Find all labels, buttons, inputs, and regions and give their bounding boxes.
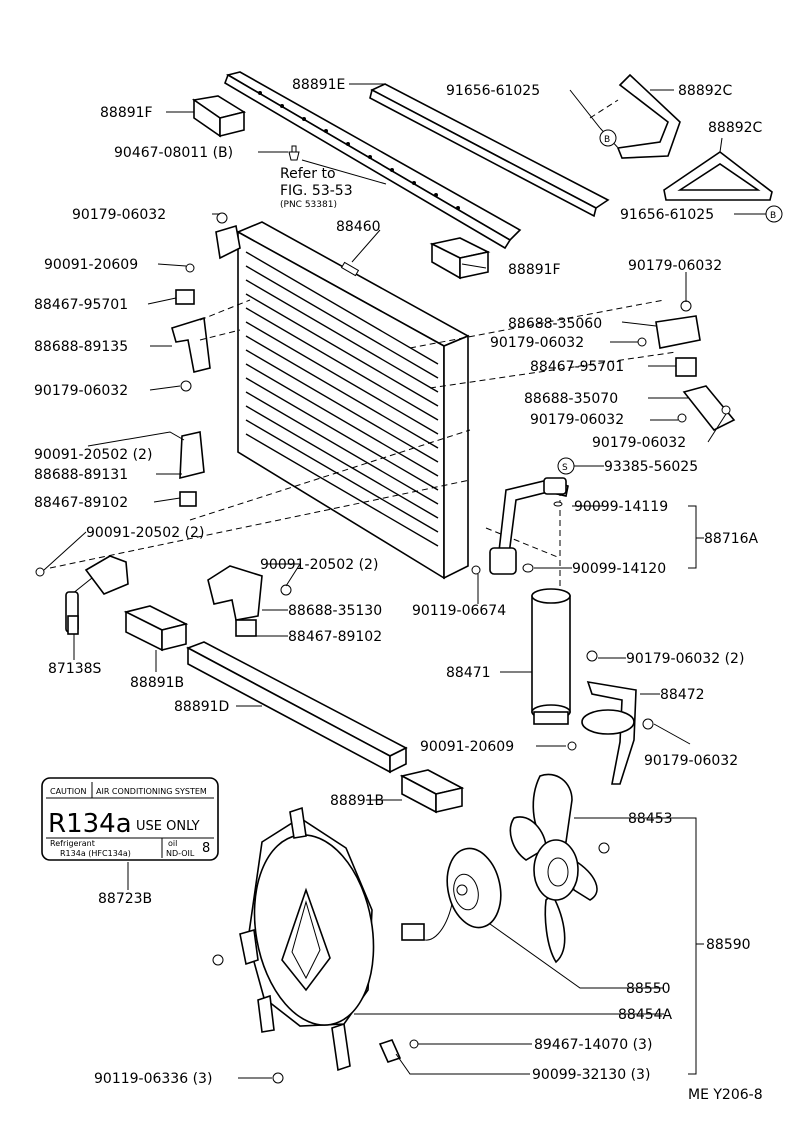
right-mount-hardware (637, 300, 736, 432)
fan-88453 (509, 773, 610, 964)
label-90091-20609-b: 90091-20609 (420, 739, 514, 755)
label-88590: 88590 (706, 937, 751, 953)
ac-label-r134a: R134a (48, 809, 132, 839)
label-refer-3: (PNC 53381) (280, 200, 337, 210)
clip-90467 (288, 145, 300, 161)
label-90179-right-top: 90179-06032 (628, 258, 722, 274)
circle-marker-s: S (557, 457, 575, 475)
label-88688-35130: 88688-35130 (288, 603, 382, 619)
circle-marker-b-right: B (765, 205, 783, 223)
label-88460: 88460 (336, 219, 381, 235)
label-88891f-right: 88891F (508, 262, 561, 278)
label-88716a: 88716A (704, 531, 759, 547)
label-88891d: 88891D (174, 699, 229, 715)
label-90099-32130: 90099-32130 (3) (532, 1067, 650, 1083)
label-88892c-top: 88892C (678, 83, 733, 99)
label-90179-left: 90179-06032 (34, 383, 128, 399)
label-90099-14120: 90099-14120 (572, 561, 666, 577)
fasteners-bottom (272, 1039, 430, 1084)
label-refer-2: FIG. 53-53 (280, 183, 353, 199)
receiver-pipe-88716a (471, 477, 569, 575)
circle-marker-b-top: B (599, 129, 617, 147)
label-88688-89131: 88688-89131 (34, 467, 128, 483)
seal-88891d (186, 641, 408, 774)
label-88467-95701-right: 88467-95701 (530, 359, 624, 375)
fan-motor-88550 (401, 847, 502, 941)
label-88454a: 88454A (618, 1007, 673, 1023)
svg-text:B: B (604, 135, 610, 145)
ac-caution-label-88723b: CAUTION AIR CONDITIONING SYSTEM R134a US… (41, 777, 219, 861)
label-90179-a: 90179-06032 (72, 207, 166, 223)
label-88467-89102-a: 88467-89102 (34, 495, 128, 511)
label-88688-35060: 88688-35060 (508, 316, 602, 332)
seal-88891f-top (191, 95, 247, 138)
seal-88891b-right (399, 769, 465, 814)
fan-shroud-88454a (212, 806, 375, 1072)
upper-support-bar (224, 71, 522, 250)
label-88891b-a: 88891B (130, 675, 184, 691)
label-88688-35070: 88688-35070 (524, 391, 618, 407)
label-88688-89135: 88688-89135 (34, 339, 128, 355)
label-89467: 89467-14070 (3) (534, 1037, 652, 1053)
label-90091-20502-a: 90091-20502 (2) (34, 447, 152, 463)
ac-label-oil-number: 8 (202, 841, 210, 856)
label-88891e: 88891E (292, 77, 345, 93)
label-90179-2: 90179-06032 (2) (626, 651, 744, 667)
label-90179-right2: 90179-06032 (530, 412, 624, 428)
seal-88891e (369, 83, 610, 218)
ac-label-system: AIR CONDITIONING SYSTEM (96, 787, 207, 796)
ac-label-refrigerant: Refrigerant (50, 839, 95, 848)
label-91656-top: 91656-61025 (446, 83, 540, 99)
label-88891f-top: 88891F (100, 105, 153, 121)
label-88550: 88550 (626, 981, 671, 997)
label-88467-95701-left: 88467-95701 (34, 297, 128, 313)
seal-88891f-right (429, 237, 491, 280)
label-90179-mid: 90179-06032 (490, 335, 584, 351)
label-88471: 88471 (446, 665, 491, 681)
condenser-88460 (236, 221, 470, 580)
left-mount-hardware (171, 212, 241, 507)
ac-label-caution: CAUTION (50, 787, 86, 796)
ac-label-refrigerant-type: R134a (HFC134a) (60, 849, 131, 858)
part-number-labels: 88891E 88892C 91656-61025 88891F 90467-0… (34, 77, 763, 1103)
svg-text:S: S (562, 463, 568, 473)
label-88891b-b: 88891B (330, 793, 384, 809)
label-87138s: 87138S (48, 661, 102, 677)
label-93385: 93385-56025 (604, 459, 698, 475)
label-88892c-right: 88892C (708, 120, 763, 136)
label-90091-20502-c: 90091-20502 (2) (260, 557, 378, 573)
label-90467: 90467-08011 (B) (114, 145, 233, 161)
label-90179-right3: 90179-06032 (592, 435, 686, 451)
label-90099-14119: 90099-14119 (574, 499, 668, 515)
label-diagram-code: ME Y206-8 (688, 1087, 763, 1103)
receiver-dryer-88471 (531, 588, 571, 725)
ac-label-oil: oil (168, 839, 177, 848)
seal-88892c-right (663, 151, 773, 201)
leader-lines (43, 83, 768, 1079)
label-88723b: 88723B (98, 891, 152, 907)
receiver-bracket-88472 (567, 650, 654, 785)
label-90179-bottom: 90179-06032 (644, 753, 738, 769)
label-88453: 88453 (628, 811, 673, 827)
label-90091-20502-b: 90091-20502 (2) (86, 525, 204, 541)
label-90091-20609: 90091-20609 (44, 257, 138, 273)
ac-label-use-only: USE ONLY (136, 819, 200, 834)
label-91656-right: 91656-61025 (620, 207, 714, 223)
center-bracket-88688-35130 (207, 565, 292, 637)
svg-text:B: B (770, 211, 776, 221)
label-90119-06674: 90119-06674 (412, 603, 506, 619)
label-refer-1: Refer to (280, 166, 336, 182)
label-88467-89102-b: 88467-89102 (288, 629, 382, 645)
pressure-switch-87138s (35, 555, 129, 635)
label-90119-06336: 90119-06336 (3) (94, 1071, 212, 1087)
seal-88892c-top (616, 73, 681, 159)
ac-label-oil-type: ND-OIL (166, 849, 195, 858)
label-88472: 88472 (660, 687, 705, 703)
seal-88891b-left (123, 605, 189, 652)
